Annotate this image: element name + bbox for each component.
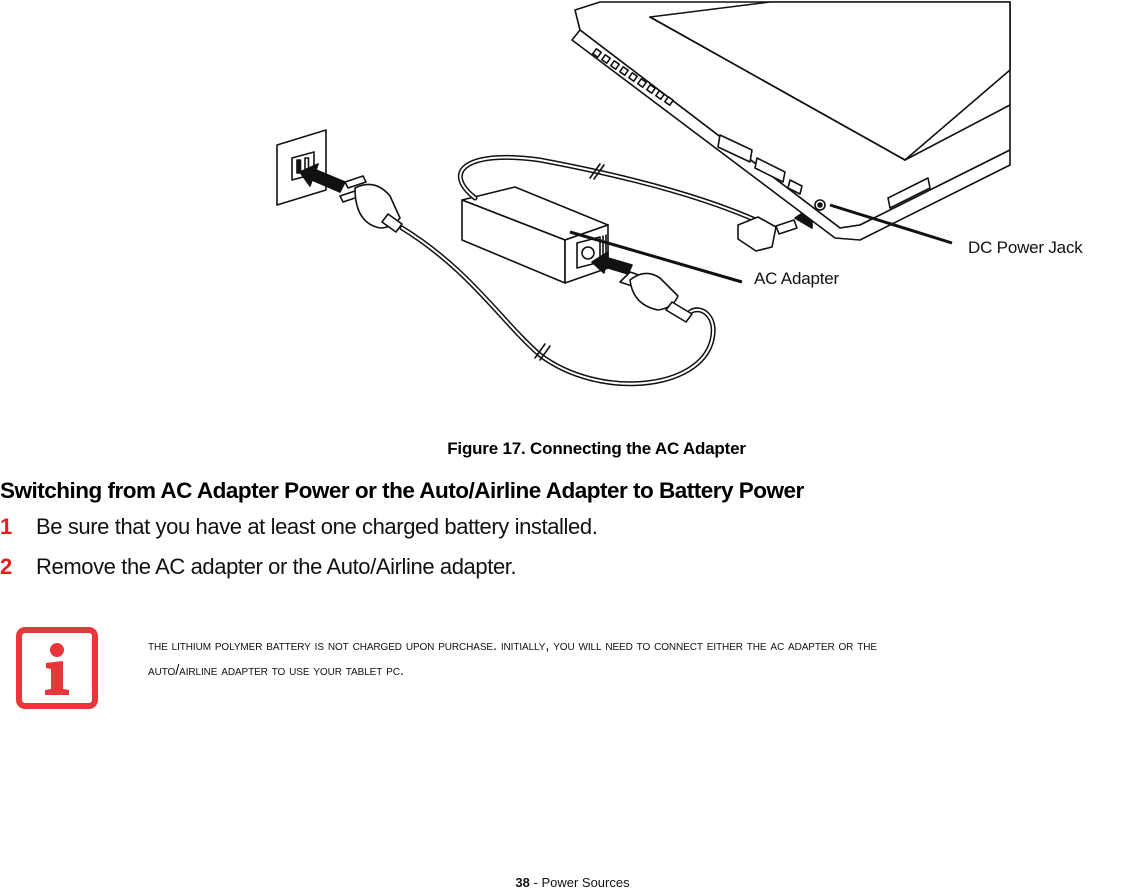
ac-adapter-illustration: [276, 1, 1011, 387]
step-text: Remove the AC adapter or the Auto/Airlin…: [36, 554, 517, 579]
figure-caption: Figure 17. Connecting the AC Adapter: [0, 439, 1145, 459]
iec-plug-icon: [619, 271, 693, 323]
arrow-icon: [299, 163, 346, 193]
info-icon: [16, 627, 98, 709]
ac-adapter-label: AC Adapter: [754, 269, 839, 288]
step-number: 1: [0, 514, 12, 539]
step-item: 2 Remove the AC adapter or the Auto/Airli…: [0, 554, 517, 580]
footer-section: Power Sources: [541, 875, 630, 890]
note-line-2: Auto/Airline adapter to use your Tablet …: [148, 663, 404, 679]
ac-adapter-leader-line: [569, 230, 743, 284]
wall-plug-icon: [339, 175, 403, 233]
ac-adapter-brick-icon: [461, 186, 609, 284]
wall-outlet-icon: [276, 129, 327, 206]
footer-separator: -: [529, 875, 542, 890]
step-text: Be sure that you have at least one charg…: [36, 514, 598, 539]
figure-connecting-ac-adapter: DC Power Jack AC Adapter: [0, 0, 1145, 420]
arrow-icon: [591, 251, 633, 275]
dc-power-jack-leader-line: [829, 203, 953, 245]
step-number: 2: [0, 554, 12, 579]
page-number: 38: [515, 875, 530, 890]
step-item: 1 Be sure that you have at least one char…: [0, 514, 598, 540]
dc-power-jack-label: DC Power Jack: [968, 238, 1083, 257]
tablet-pc-icon: [571, 1, 1011, 241]
section-heading: Switching from AC Adapter Power or the A…: [0, 478, 804, 503]
note-line-1: The Lithium Polymer battery is not charg…: [148, 638, 877, 654]
figure-caption-text: Figure 17. Connecting the AC Adapter: [447, 439, 746, 458]
note-text: The Lithium Polymer battery is not charg…: [148, 634, 1145, 684]
dc-plug-icon: [737, 216, 777, 252]
page-footer: 38 - Power Sources: [0, 875, 1145, 890]
